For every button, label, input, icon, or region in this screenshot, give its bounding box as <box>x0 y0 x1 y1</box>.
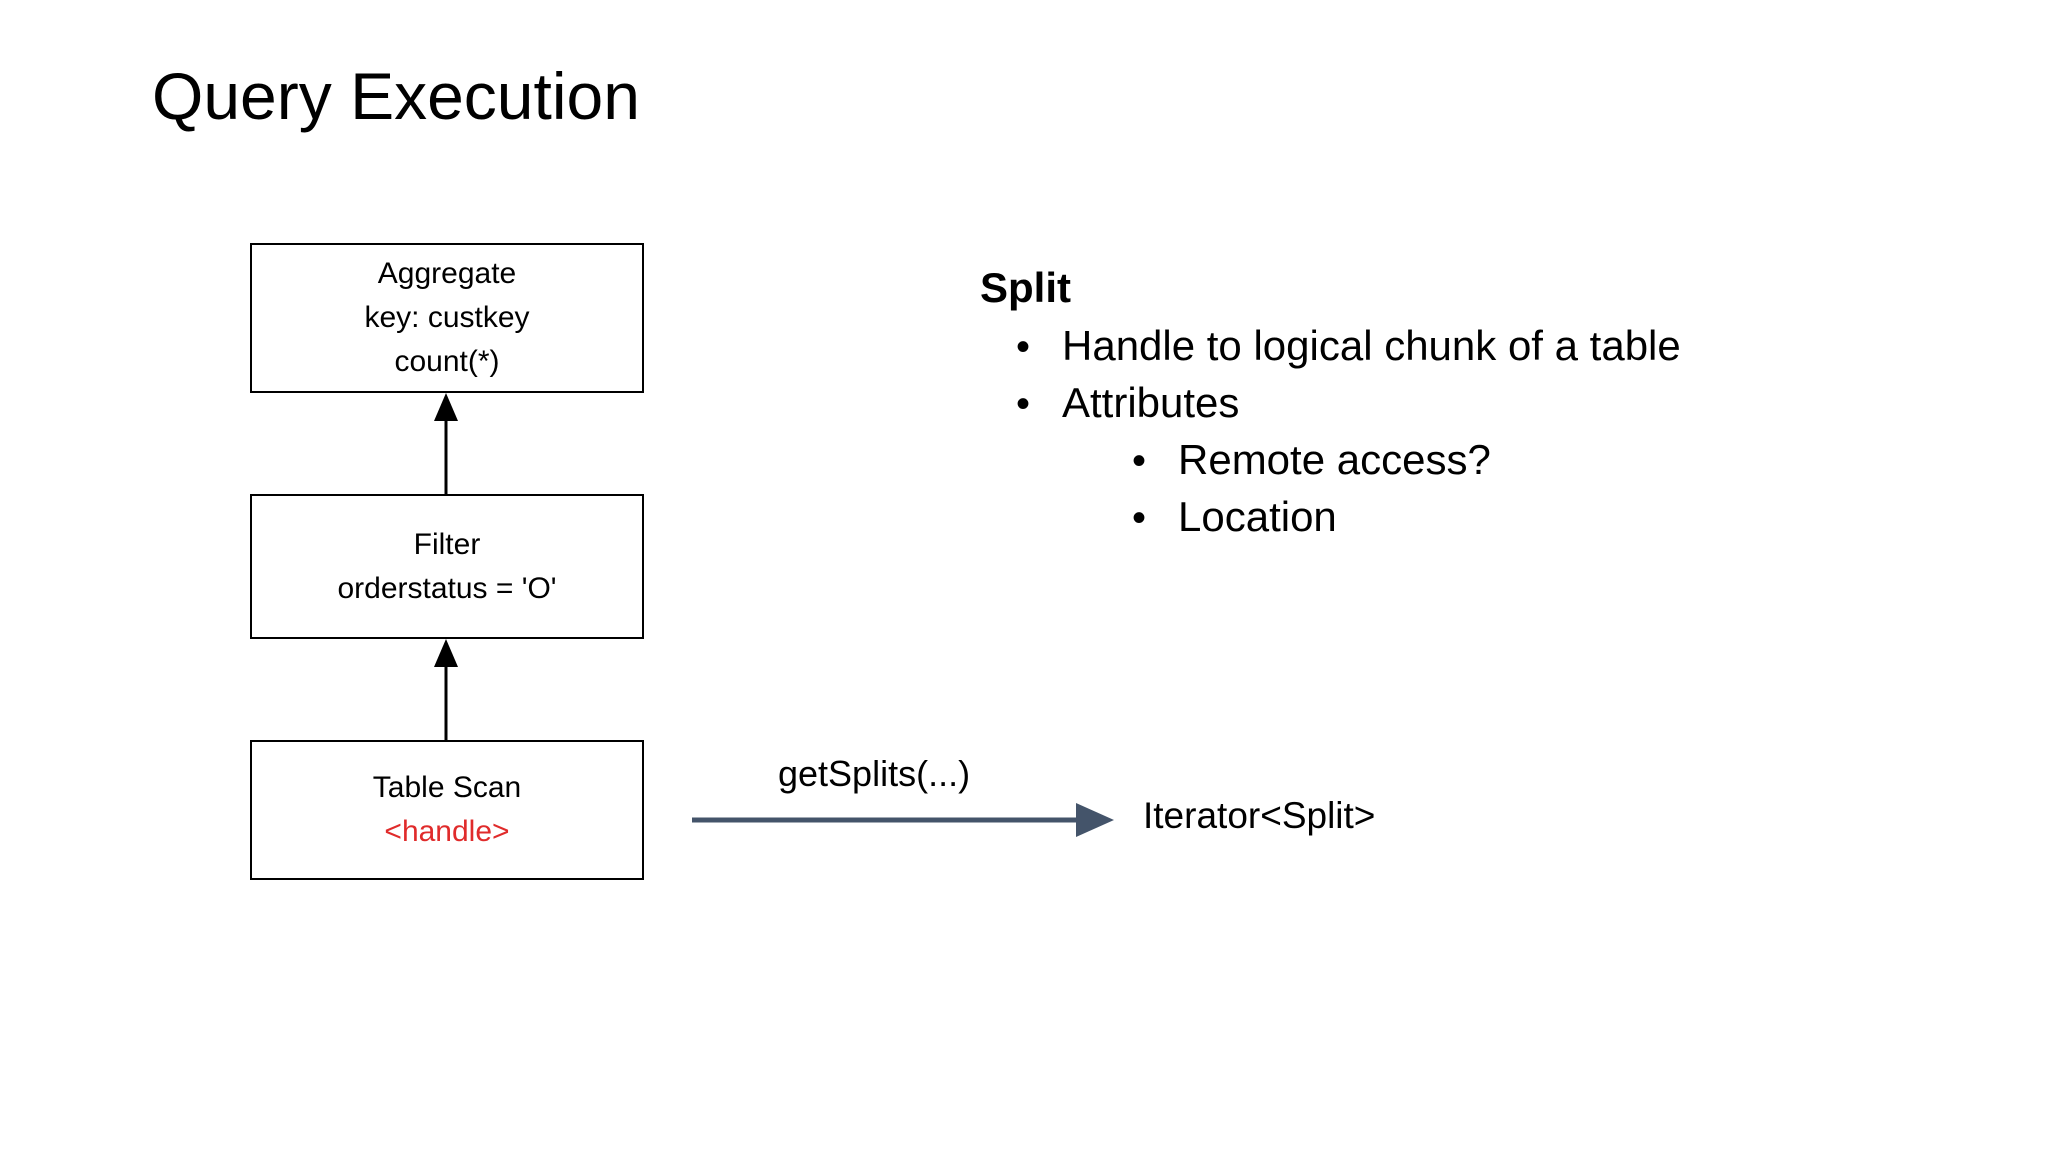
getsplits-return-label: Iterator<Split> <box>1143 795 1376 836</box>
bullet-item-handle: • Handle to logical chunk of a table <box>1016 318 1980 375</box>
connector-tablescan-to-filter <box>434 639 458 743</box>
bullet-item-location: • Location <box>1132 489 1980 546</box>
bullet-dot-icon: • <box>1132 496 1147 540</box>
plan-node-table-scan-handle: <handle> <box>384 815 510 848</box>
bullet-item-remote-access-label: Remote access? <box>1178 436 1491 483</box>
plan-node-table-scan-title: Table Scan <box>372 771 522 804</box>
page-title: Query Execution <box>152 59 640 133</box>
plan-node-aggregate-line-2: key: custkey <box>364 301 530 334</box>
bullet-item-location-label: Location <box>1178 493 1337 540</box>
notes-heading: Split <box>980 264 1071 311</box>
plan-node-filter-line-1: Filter <box>413 527 481 561</box>
plan-node-filter[interactable]: Filter orderstatus = 'O' <box>250 494 644 639</box>
bullet-item-attributes-label: Attributes <box>1062 379 1240 426</box>
getsplits-arrow-icon <box>692 803 1114 837</box>
plan-node-table-scan[interactable]: Table Scan <handle> <box>250 740 644 880</box>
bullet-item-attributes: • Attributes <box>1016 375 1980 432</box>
plan-node-aggregate-line-3: count(*) <box>394 345 500 378</box>
split-notes-block: Split • Handle to logical chunk of a tab… <box>980 262 1980 546</box>
bullet-dot-icon: • <box>1016 382 1031 426</box>
getsplits-call-label: getSplits(...) <box>778 753 971 794</box>
bullet-dot-icon: • <box>1132 439 1147 483</box>
plan-node-aggregate[interactable]: Aggregate key: custkey count(*) <box>250 243 644 393</box>
connector-filter-to-aggregate <box>434 393 458 497</box>
bullet-dot-icon: • <box>1016 325 1031 369</box>
bullet-item-remote-access: • Remote access? <box>1132 432 1980 489</box>
plan-node-aggregate-line-1: Aggregate <box>377 257 517 290</box>
plan-node-filter-line-2: orderstatus = 'O' <box>337 571 557 605</box>
bullet-item-handle-label: Handle to logical chunk of a table <box>1062 322 1681 369</box>
